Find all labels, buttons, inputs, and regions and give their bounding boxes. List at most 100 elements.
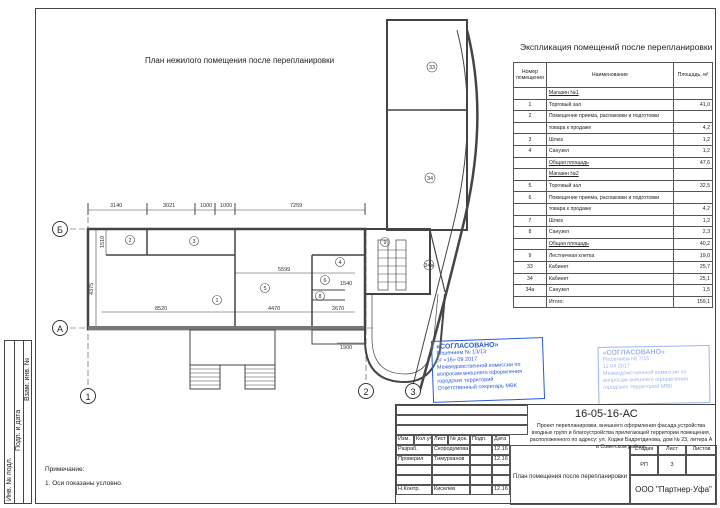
spec-cell-area: 159,1 <box>673 295 713 309</box>
dim-4470: 4470 <box>268 306 280 312</box>
spec-cell-name: товара к продаже <box>545 121 675 135</box>
list-header: Лист <box>658 445 686 455</box>
spec-cell-num <box>513 237 547 251</box>
approval-stamp-2: «СОГЛАСОВАНО» Решением № 7/15 11 04 2017… <box>597 345 711 405</box>
date-norm: 12.16 <box>492 485 510 495</box>
spec-cell-area: 1,2 <box>673 133 713 146</box>
hdr-izm: Изм. <box>396 435 414 445</box>
spec-cell-area <box>673 191 713 204</box>
spec-cell-area <box>673 110 713 123</box>
dim-3140: 3140 <box>110 203 122 209</box>
hdr-podp: Подп. <box>470 435 492 445</box>
spec-cell-name: Шлюз <box>545 214 675 228</box>
spec-cell-num: 5 <box>513 179 547 193</box>
spec-row: Магазин №1 <box>513 87 713 100</box>
spec-text: Магазин №1 <box>548 90 579 97</box>
dim-8520: 8520 <box>155 306 167 312</box>
spec-cell-area: 32,5 <box>673 179 713 193</box>
drawing-frame <box>35 8 716 504</box>
name-developer: Скородумова <box>432 445 470 455</box>
spec-cell-name: Магазин №2 <box>545 168 675 181</box>
room-3: 3 <box>192 239 195 245</box>
spec-cell-name: Санузел <box>545 284 675 297</box>
spec-cell-num <box>513 121 547 135</box>
spec-row: Общая площадь 40,2 <box>513 237 713 251</box>
spec-cell-num <box>513 202 547 216</box>
spec-text: Общая площадь <box>548 241 589 248</box>
plan-title: План нежилого помещения после перепланир… <box>145 56 335 65</box>
spec-cell-name: Помещение приема, распаковки и подготовк… <box>545 110 675 123</box>
spec-cell-area <box>673 87 713 100</box>
date-checker: 12.16 <box>492 455 510 465</box>
spec-cell-name: Кабинет <box>545 260 675 274</box>
spec-title: Экспликация помещений после перепланиров… <box>520 42 713 52</box>
spec-cell-area: 47,6 <box>673 156 713 170</box>
spec-cell-name: Общая площадь <box>545 237 675 251</box>
spec-header-area: Площадь, м² <box>673 62 713 88</box>
spec-cell-num <box>513 168 547 181</box>
room-6: 6 <box>323 278 326 284</box>
approval-stamp: «СОГЛАСОВАНО» Решением № 13/13 от «16» 0… <box>430 337 546 403</box>
spec-cell-name: Лестничная клетка <box>545 249 675 262</box>
spec-cell-name: Санузел <box>545 144 675 158</box>
spec-cell-area: 4,2 <box>673 121 713 135</box>
spec-text: Общая площадь <box>548 159 589 166</box>
notes-heading: Примечание: <box>45 466 85 473</box>
spec-cell-area: 25,1 <box>673 272 713 286</box>
room-8: 8 <box>318 294 321 300</box>
title-block: Изм. Кол.уч Лист № док. Подп. Дата Разра… <box>395 404 717 505</box>
stage-header: Стадия <box>630 445 658 455</box>
spec-row: Общая площадь 47,6 <box>513 156 713 170</box>
spec-cell-area: 4,2 <box>673 202 713 216</box>
stamp-line: городских территорий МВК <box>603 383 673 391</box>
room-2: 2 <box>128 238 131 244</box>
spec-cell-name: Санузел <box>545 226 675 239</box>
spec-cell-name: Итого: <box>545 295 675 309</box>
company-name: ООО "Партнер-Уфа" <box>630 475 717 505</box>
spec-cell-num <box>513 295 547 309</box>
room-9: 9 <box>383 240 386 246</box>
spec-text: Магазин №2 <box>548 171 579 178</box>
room-1: 1 <box>215 298 218 304</box>
role-developer: Разраб. <box>396 445 432 455</box>
spec-cell-num: 2 <box>513 110 547 123</box>
note-1: 1. Оси показаны условно. <box>45 480 123 487</box>
lists-header: Листов <box>686 445 717 455</box>
spec-cell-name: Общая площадь <box>545 156 675 170</box>
spec-cell-num: 7 <box>513 214 547 228</box>
hdr-list: Лист <box>432 435 448 445</box>
spec-cell-name: Торговый зал <box>545 179 675 193</box>
axis-3: 3 <box>405 383 421 399</box>
stage-value: РП <box>630 455 658 475</box>
spec-cell-num: 34а <box>513 284 547 297</box>
spec-cell-name: Помещение приема, распаковки и подготовк… <box>545 191 675 204</box>
dim-1000: 1000 <box>200 203 212 209</box>
spec-cell-num <box>513 87 547 100</box>
room-33: 33 <box>429 65 435 71</box>
list-value: 3 <box>658 455 686 475</box>
spec-row: Магазин №2 <box>513 168 713 181</box>
role-checker: Проверил <box>396 455 432 465</box>
side-stamp: Инв. № подл. Подп. и дата Взам. инв. № <box>4 340 32 504</box>
room-4: 4 <box>338 260 341 266</box>
axis-1: 1 <box>80 388 96 404</box>
sheet-title: План помещения после перепланировки <box>510 445 630 505</box>
project-description: Проект перепланировки, внешнего оформлен… <box>529 423 713 450</box>
lists-value <box>686 455 717 475</box>
axis-b: Б <box>52 221 68 237</box>
spec-cell-num: 4 <box>513 144 547 158</box>
dim-2670: 2670 <box>332 306 344 312</box>
dim-3021: 3021 <box>163 203 175 209</box>
dim-7259: 7259 <box>290 203 302 209</box>
spec-cell-area: 40,2 <box>673 237 713 251</box>
